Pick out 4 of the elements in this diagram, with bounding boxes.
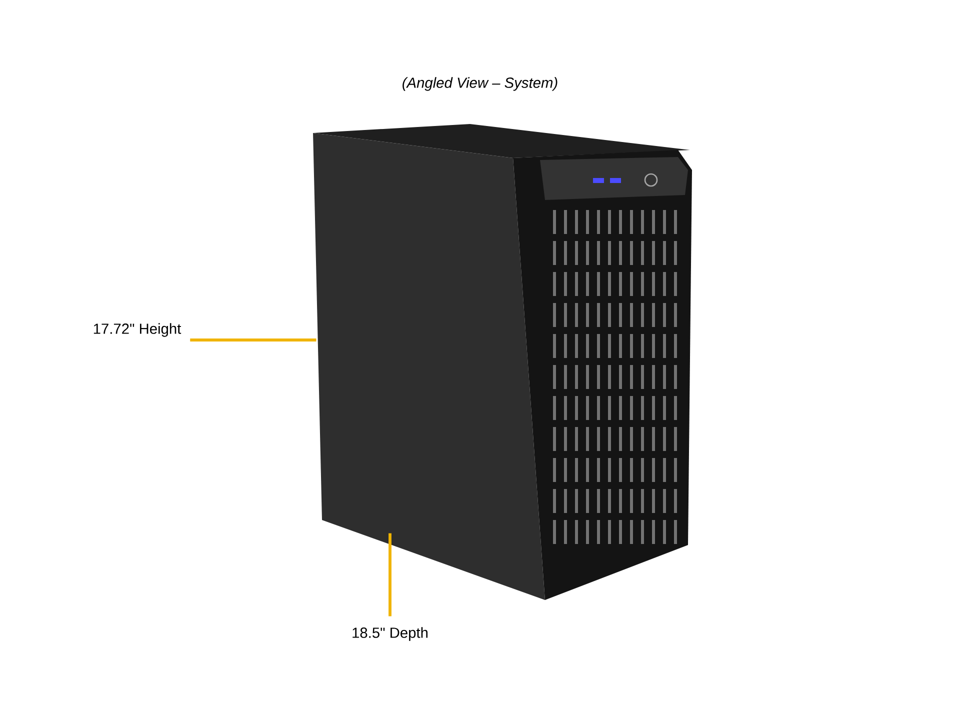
server-tower-drawing bbox=[313, 124, 692, 600]
view-caption: (Angled View – System) bbox=[402, 77, 558, 91]
dimension-label: 17.72" Height bbox=[94, 323, 182, 337]
dimension-label: 18.5" Depth bbox=[352, 627, 428, 641]
